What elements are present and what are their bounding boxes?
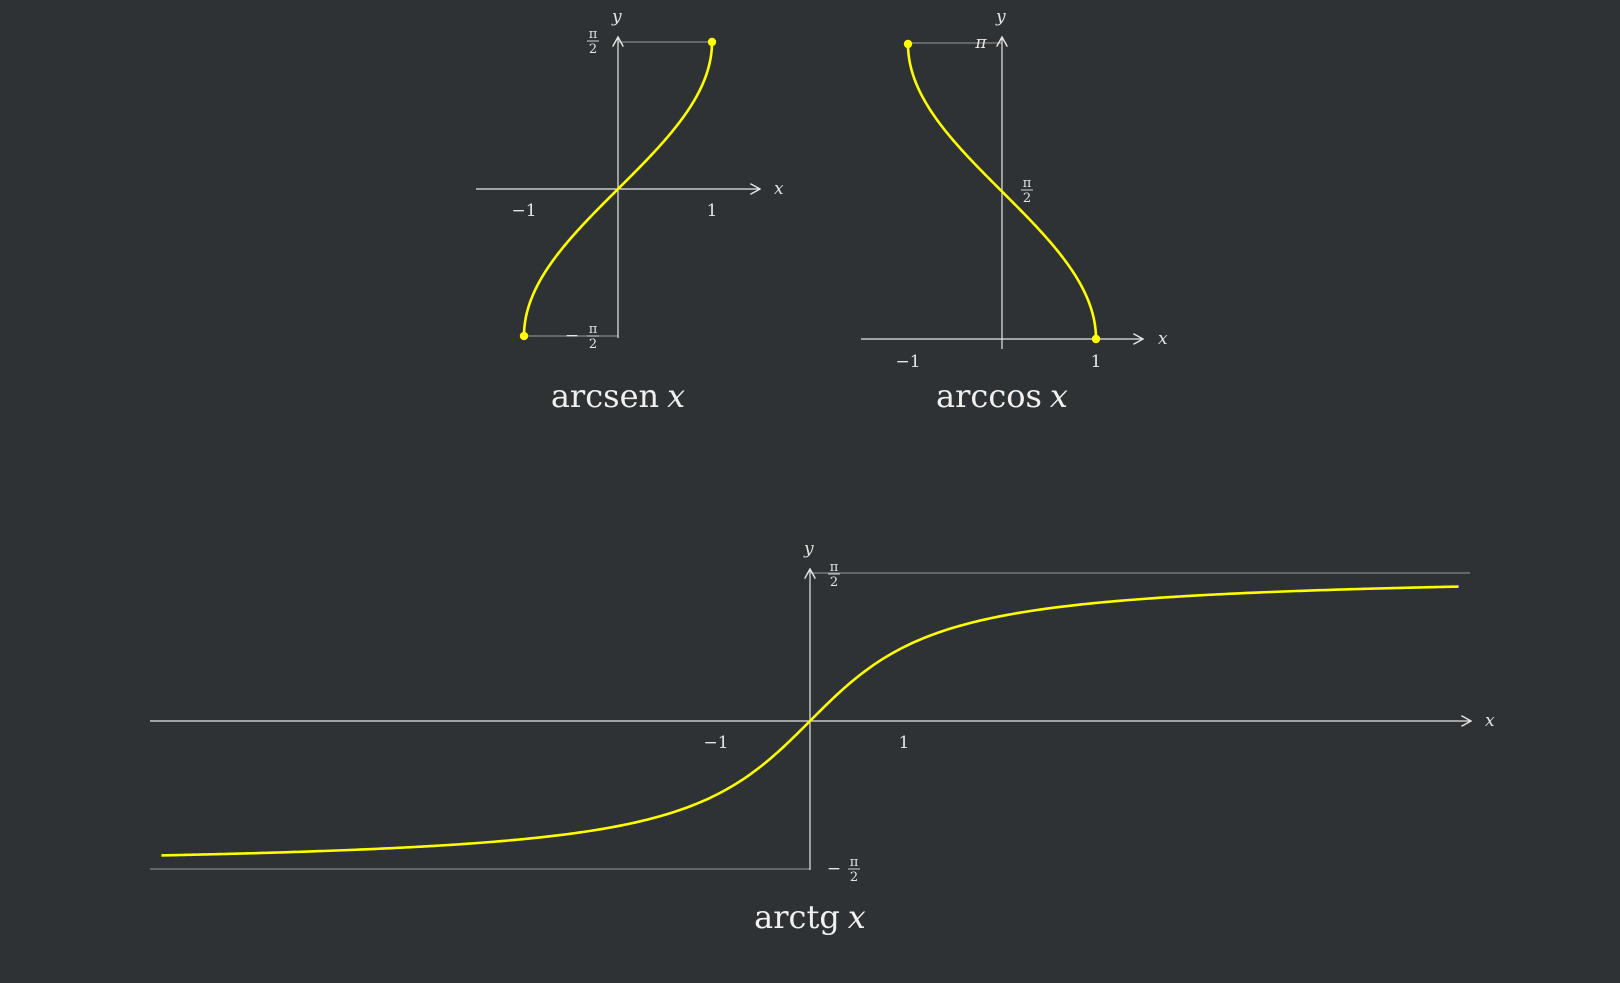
- y-tick-label-pi-over-2: π 2: [828, 560, 840, 590]
- y-axis-label: y: [803, 539, 814, 559]
- endpoint-marker-1: [1091, 334, 1101, 344]
- x-tick-label-1: 1: [1091, 352, 1102, 372]
- title-function: arccos: [936, 377, 1042, 415]
- title-variable: x: [1050, 377, 1068, 415]
- x-axis-label: x: [1485, 711, 1495, 731]
- plot-area: [903, 39, 1101, 344]
- y-tick-mid-num: π: [1023, 176, 1032, 191]
- x-tick-label-1: 1: [899, 733, 910, 753]
- plot-area: [519, 37, 717, 341]
- y-tick-label-neg-pi-over-2: − π 2: [565, 322, 599, 352]
- y-tick-top-num: π: [830, 560, 839, 575]
- title-variable: x: [848, 898, 866, 936]
- x-axis-label: x: [1158, 329, 1168, 349]
- y-tick-label-pi-over-2: π 2: [587, 27, 599, 57]
- y-tick-top-den: 2: [589, 42, 597, 57]
- x-axis-label: x: [774, 179, 784, 199]
- y-tick-bottom-den: 2: [850, 870, 858, 885]
- endpoint-marker-1: [707, 37, 717, 47]
- title-function: arctg: [754, 898, 840, 936]
- y-tick-label-pi-over-2: π 2: [1021, 176, 1033, 206]
- endpoint-marker-0: [519, 331, 529, 341]
- y-tick-top-den: 2: [830, 575, 838, 590]
- series-line-arccos: [906, 43, 1098, 340]
- plot-area: [161, 585, 1459, 857]
- y-tick-bottom-sign: −: [565, 326, 579, 346]
- series-line-arcsin: [522, 41, 714, 337]
- y-tick-top-num: π: [589, 27, 598, 42]
- y-axis-label: y: [611, 7, 622, 27]
- x-tick-label-neg1: −1: [895, 352, 920, 372]
- y-tick-label-neg-pi-over-2: − π 2: [827, 855, 860, 885]
- y-tick-bottom-den: 2: [589, 337, 597, 352]
- y-tick-label-pi: π: [974, 33, 987, 53]
- series-line-arctan: [161, 585, 1459, 857]
- x-tick-label-1: 1: [707, 201, 718, 221]
- endpoint-marker-0: [903, 39, 913, 49]
- x-tick-label-neg1: −1: [703, 733, 728, 753]
- title-function: arcsen: [551, 377, 659, 415]
- y-axis-label: y: [995, 7, 1006, 27]
- title-variable: x: [667, 377, 685, 415]
- y-tick-mid-den: 2: [1023, 191, 1031, 206]
- y-tick-bottom-num: π: [850, 855, 859, 870]
- x-tick-label-neg1: −1: [511, 201, 536, 221]
- y-tick-bottom-num: π: [589, 322, 598, 337]
- y-tick-bottom-sign: −: [827, 859, 841, 879]
